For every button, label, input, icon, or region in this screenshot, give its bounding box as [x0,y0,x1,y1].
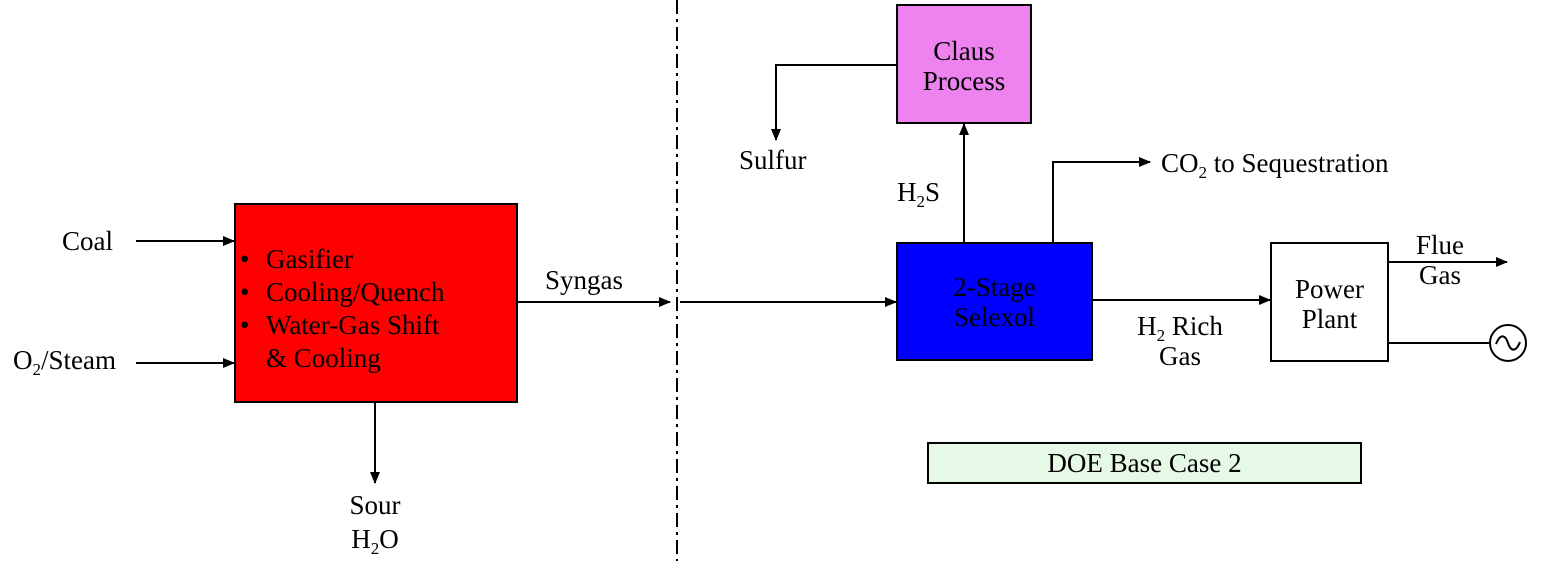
flue-gas-line2: Gas [1419,260,1461,290]
selexol-line1: 2-Stage [953,272,1036,302]
coal-label: Coal [62,226,113,256]
selexol-line2: Selexol [954,302,1035,332]
h2-rich-line1: H2 Rich [1137,311,1223,345]
gasifier-block: Gasifier Cooling/Quench Water-Gas Shift … [234,203,518,403]
co2-arrow [1052,157,1151,242]
co2-sequestration-label: CO2 to Sequestration [1161,148,1389,182]
o2-steam-label: O2/Steam [13,345,116,379]
sour-water-label: Sour H2O [330,490,420,558]
h2-rich-gas-label: H2 Rich Gas [1120,311,1240,371]
h2-rich-line2: Gas [1159,341,1201,371]
power-plant-line1: Power [1295,274,1364,304]
gasifier-step: Water-Gas Shift [240,309,444,342]
gasifier-steps-list: Gasifier Cooling/Quench Water-Gas Shift … [240,243,445,375]
power-plant-block: Power Plant [1270,242,1389,362]
power-plant-line2: Plant [1301,304,1358,334]
ac-generator-icon [1489,324,1527,362]
flue-gas-label: Flue Gas [1405,230,1475,290]
claus-line2: Process [922,66,1006,96]
gasifier-step: Cooling/Quench [240,276,445,309]
claus-line1: Claus [933,36,995,66]
gasifier-step: Gasifier [240,243,444,276]
sulfur-label: Sulfur [739,145,807,175]
selexol-block: 2-Stage Selexol [896,242,1093,361]
gasifier-step: & Cooling [266,343,381,373]
syngas-label: Syngas [545,265,624,295]
claus-process-block: Claus Process [896,4,1032,124]
sour-water-line2: H2O [351,524,399,558]
sour-water-line1: Sour [349,490,401,520]
flue-gas-line1: Flue [1415,230,1464,260]
case-label-text: DOE Base Case 2 [1047,448,1242,478]
case-label-box: DOE Base Case 2 [927,442,1362,484]
h2s-label: H2S [897,177,941,211]
sulfur-arrow [771,64,896,141]
